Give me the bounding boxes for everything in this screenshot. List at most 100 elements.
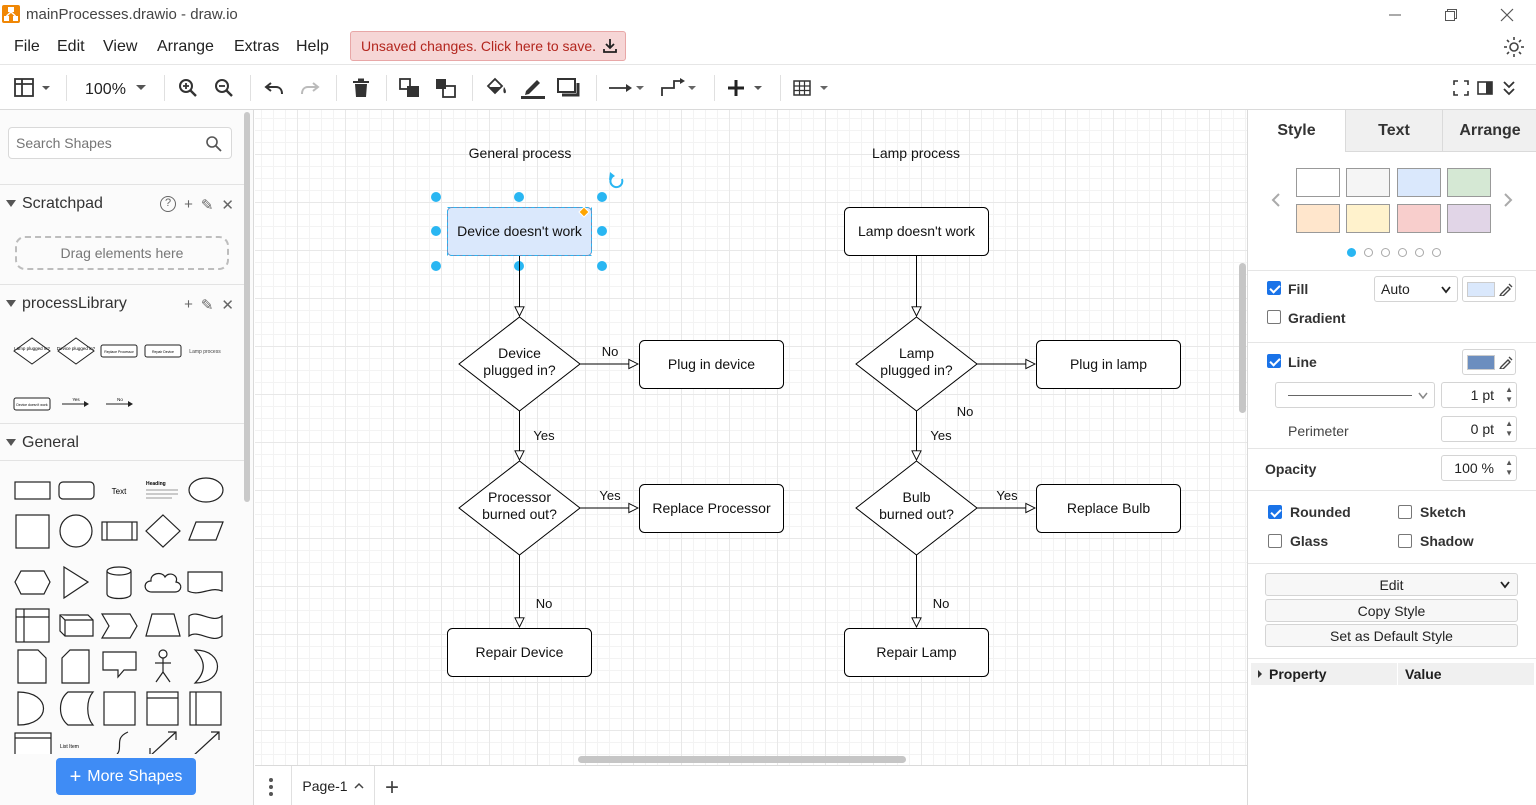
line-pattern-select[interactable] <box>1275 382 1435 408</box>
device-plugged-decision[interactable]: Device plugged in? <box>458 316 581 412</box>
replace-processor-node[interactable]: Replace Processor <box>639 484 784 533</box>
fullscreen-icon[interactable] <box>1452 76 1470 100</box>
selection-handles[interactable] <box>431 192 607 271</box>
style-swatch[interactable] <box>1296 204 1340 233</box>
swatch-page-dot[interactable] <box>1347 248 1356 257</box>
library-shape-replace-processor[interactable]: Replace Processor <box>100 344 138 358</box>
menu-help[interactable]: Help <box>296 38 329 55</box>
scratchpad-drop-zone[interactable]: Drag elements here <box>15 236 229 270</box>
line-width-input[interactable]: 1 pt ▲▼ <box>1441 382 1517 408</box>
library-shape-yes-arrow[interactable]: Yes <box>62 397 89 407</box>
menu-extras[interactable]: Extras <box>234 38 280 55</box>
fill-color-bucket-icon[interactable] <box>484 76 510 100</box>
swatch-page-dot[interactable] <box>1381 248 1390 257</box>
sidebar-scrollbar[interactable] <box>244 112 250 502</box>
lamp-process-title[interactable]: Lamp process <box>872 145 960 161</box>
style-swatch[interactable] <box>1296 168 1340 197</box>
style-swatch[interactable] <box>1447 168 1491 197</box>
waypoints-elbow-icon[interactable] <box>660 76 700 100</box>
collapse-chevrons-icon[interactable] <box>1500 76 1518 100</box>
menu-edit[interactable]: Edit <box>57 38 85 55</box>
format-panel-icon[interactable] <box>1476 76 1494 100</box>
process-library-header[interactable]: processLibrary + ✎ ✕ <box>0 284 244 322</box>
swatch-page-dot[interactable] <box>1398 248 1407 257</box>
edge-label-yes[interactable]: Yes <box>930 428 952 443</box>
shape-internal-storage[interactable] <box>15 608 50 643</box>
replace-bulb-node[interactable]: Replace Bulb <box>1036 484 1181 533</box>
shape-note[interactable] <box>17 649 47 684</box>
gradient-checkbox[interactable] <box>1267 310 1281 324</box>
eyedropper-icon[interactable] <box>1499 355 1513 369</box>
glass-checkbox[interactable] <box>1268 534 1282 548</box>
rotate-handle-icon[interactable] <box>609 172 624 189</box>
shape-curve[interactable] <box>114 731 129 754</box>
shape-actor[interactable] <box>155 649 171 683</box>
delete-trash-icon[interactable] <box>350 76 372 100</box>
library-shape-device-doesnt-work[interactable]: Device doesn't work <box>13 397 51 411</box>
lamp-plugged-decision[interactable]: Lamp plugged in? <box>855 316 978 412</box>
style-swatch[interactable] <box>1346 204 1390 233</box>
general-process-title[interactable]: General process <box>469 145 572 161</box>
edit-pencil-icon[interactable]: ✎ <box>200 297 214 314</box>
zoom-level[interactable]: 100% <box>85 81 126 98</box>
spinner-arrows-icon[interactable]: ▲▼ <box>1505 419 1513 438</box>
shadow-icon[interactable] <box>556 76 582 100</box>
shape-card[interactable] <box>61 649 90 684</box>
menu-arrange[interactable]: Arrange <box>157 38 214 55</box>
minimize-button[interactable] <box>1372 2 1418 28</box>
shape-step[interactable] <box>100 613 138 639</box>
shape-triangle[interactable] <box>63 565 90 600</box>
zoom-out-icon[interactable] <box>212 76 236 100</box>
close-icon[interactable]: ✕ <box>221 197 234 214</box>
shape-callout[interactable] <box>102 651 137 679</box>
style-swatch[interactable] <box>1397 168 1441 197</box>
shape-arrow[interactable] <box>193 731 220 754</box>
edit-style-dropdown[interactable]: Edit <box>1265 573 1518 596</box>
shape-rounded-rectangle[interactable] <box>58 481 95 500</box>
more-shapes-button[interactable]: + More Shapes <box>56 758 196 795</box>
set-default-style-button[interactable]: Set as Default Style <box>1265 624 1518 647</box>
line-color-button[interactable] <box>1462 349 1516 375</box>
line-checkbox[interactable] <box>1267 354 1281 368</box>
redo-icon[interactable] <box>298 76 322 100</box>
library-shape-lamp-plugged[interactable]: Lamp plugged in? <box>13 337 51 365</box>
shape-list-item[interactable]: List Item <box>60 744 79 750</box>
swatch-page-dot[interactable] <box>1415 248 1424 257</box>
chevron-up-icon[interactable] <box>354 782 364 790</box>
edge-label-yes[interactable]: Yes <box>533 428 555 443</box>
search-shapes-input[interactable] <box>16 135 196 151</box>
page-tab-page-1[interactable]: Page-1 <box>291 766 375 805</box>
shape-swimlane[interactable] <box>146 691 179 726</box>
to-front-icon[interactable] <box>398 76 422 100</box>
shape-vertical-container[interactable] <box>189 691 222 726</box>
style-swatch[interactable] <box>1447 204 1491 233</box>
copy-style-button[interactable]: Copy Style <box>1265 599 1518 622</box>
lamp-doesnt-work-node[interactable]: Lamp doesn't work <box>844 207 989 256</box>
edge-label-no[interactable]: No <box>957 404 974 419</box>
shape-process[interactable] <box>101 521 138 541</box>
table-grid-icon[interactable] <box>792 76 834 100</box>
rounding-handle[interactable] <box>578 206 590 218</box>
edge-label-yes[interactable]: Yes <box>996 488 1018 503</box>
shape-cube[interactable] <box>59 614 94 637</box>
perimeter-input[interactable]: 0 pt ▲▼ <box>1441 416 1517 442</box>
style-swatch[interactable] <box>1346 168 1390 197</box>
insert-plus-icon[interactable] <box>726 76 768 100</box>
property-column-header[interactable]: Property <box>1251 663 1397 685</box>
connection-arrow-icon[interactable] <box>608 76 648 100</box>
bulb-burned-decision[interactable]: Bulb burned out? <box>855 460 978 556</box>
shape-square[interactable] <box>15 514 50 549</box>
shape-hexagon[interactable] <box>14 570 51 595</box>
menu-file[interactable]: File <box>14 38 40 55</box>
shape-data-storage[interactable] <box>59 691 95 726</box>
processor-burned-decision[interactable]: Processor burned out? <box>458 460 581 556</box>
shape-ellipse[interactable] <box>188 477 224 503</box>
tab-text[interactable]: Text <box>1345 110 1442 152</box>
device-doesnt-work-node[interactable]: Device doesn't work <box>447 207 592 256</box>
zoom-dropdown-chevron-icon[interactable] <box>134 76 148 100</box>
shape-delay[interactable] <box>17 691 44 726</box>
edit-pencil-icon[interactable]: ✎ <box>200 197 214 214</box>
diagram-canvas[interactable]: General process Device doesn't work Devi… <box>255 110 1247 765</box>
line-color-pen-icon[interactable] <box>520 76 546 100</box>
edge-label-yes[interactable]: Yes <box>599 488 621 503</box>
